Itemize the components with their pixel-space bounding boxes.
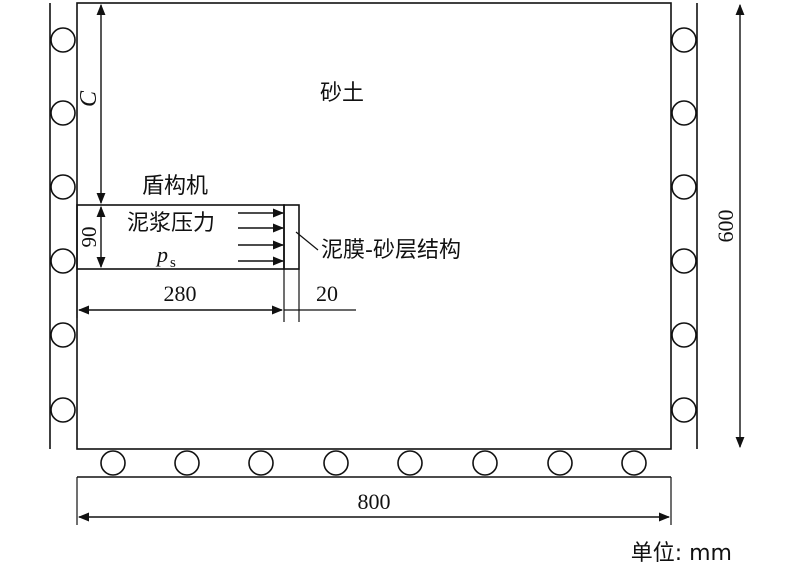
filter-cake-leader — [295, 231, 319, 251]
roller-bottom-3 — [248, 450, 274, 476]
roller-bottom-5 — [397, 450, 423, 476]
roller-left-3 — [50, 174, 76, 200]
slurry-pressure-label: 泥浆压力 — [127, 211, 215, 236]
roller-bottom-4 — [323, 450, 349, 476]
roller-right-3 — [671, 174, 697, 200]
roller-right-2 — [671, 100, 697, 126]
roller-left-4 — [50, 248, 76, 274]
roller-left-6 — [50, 397, 76, 423]
roller-right-6 — [671, 397, 697, 423]
bottom-rollers — [100, 450, 647, 476]
pressure-arrows — [238, 208, 285, 266]
roller-bottom-6 — [472, 450, 498, 476]
roller-left-5 — [50, 322, 76, 348]
filter-cake-layer — [283, 204, 300, 270]
roller-bottom-2 — [174, 450, 200, 476]
roller-bottom-1 — [100, 450, 126, 476]
total-width-label: 800 — [358, 489, 391, 514]
ps-label: p — [155, 242, 168, 267]
roller-left-1 — [50, 27, 76, 53]
roller-right-5 — [671, 322, 697, 348]
ps-subscript: s — [170, 255, 176, 271]
filter-thickness-label: 20 — [316, 281, 338, 306]
soil-label: 砂土 — [320, 81, 364, 106]
roller-left-2 — [50, 100, 76, 126]
roller-right-1 — [671, 27, 697, 53]
roller-bottom-7 — [547, 450, 573, 476]
right-rollers — [671, 27, 697, 423]
shield-label: 盾构机 — [142, 174, 208, 199]
left-rollers — [50, 27, 76, 423]
shield-height-label: 90 — [77, 227, 101, 248]
filter-cake-label: 泥膜-砂层结构 — [321, 238, 461, 263]
units-label: 单位: mm — [631, 541, 732, 566]
total-height-label: 600 — [713, 210, 738, 243]
roller-right-4 — [671, 248, 697, 274]
shield-length-label: 280 — [164, 281, 197, 306]
cover-depth-label: C — [76, 90, 102, 107]
roller-bottom-8 — [621, 450, 647, 476]
